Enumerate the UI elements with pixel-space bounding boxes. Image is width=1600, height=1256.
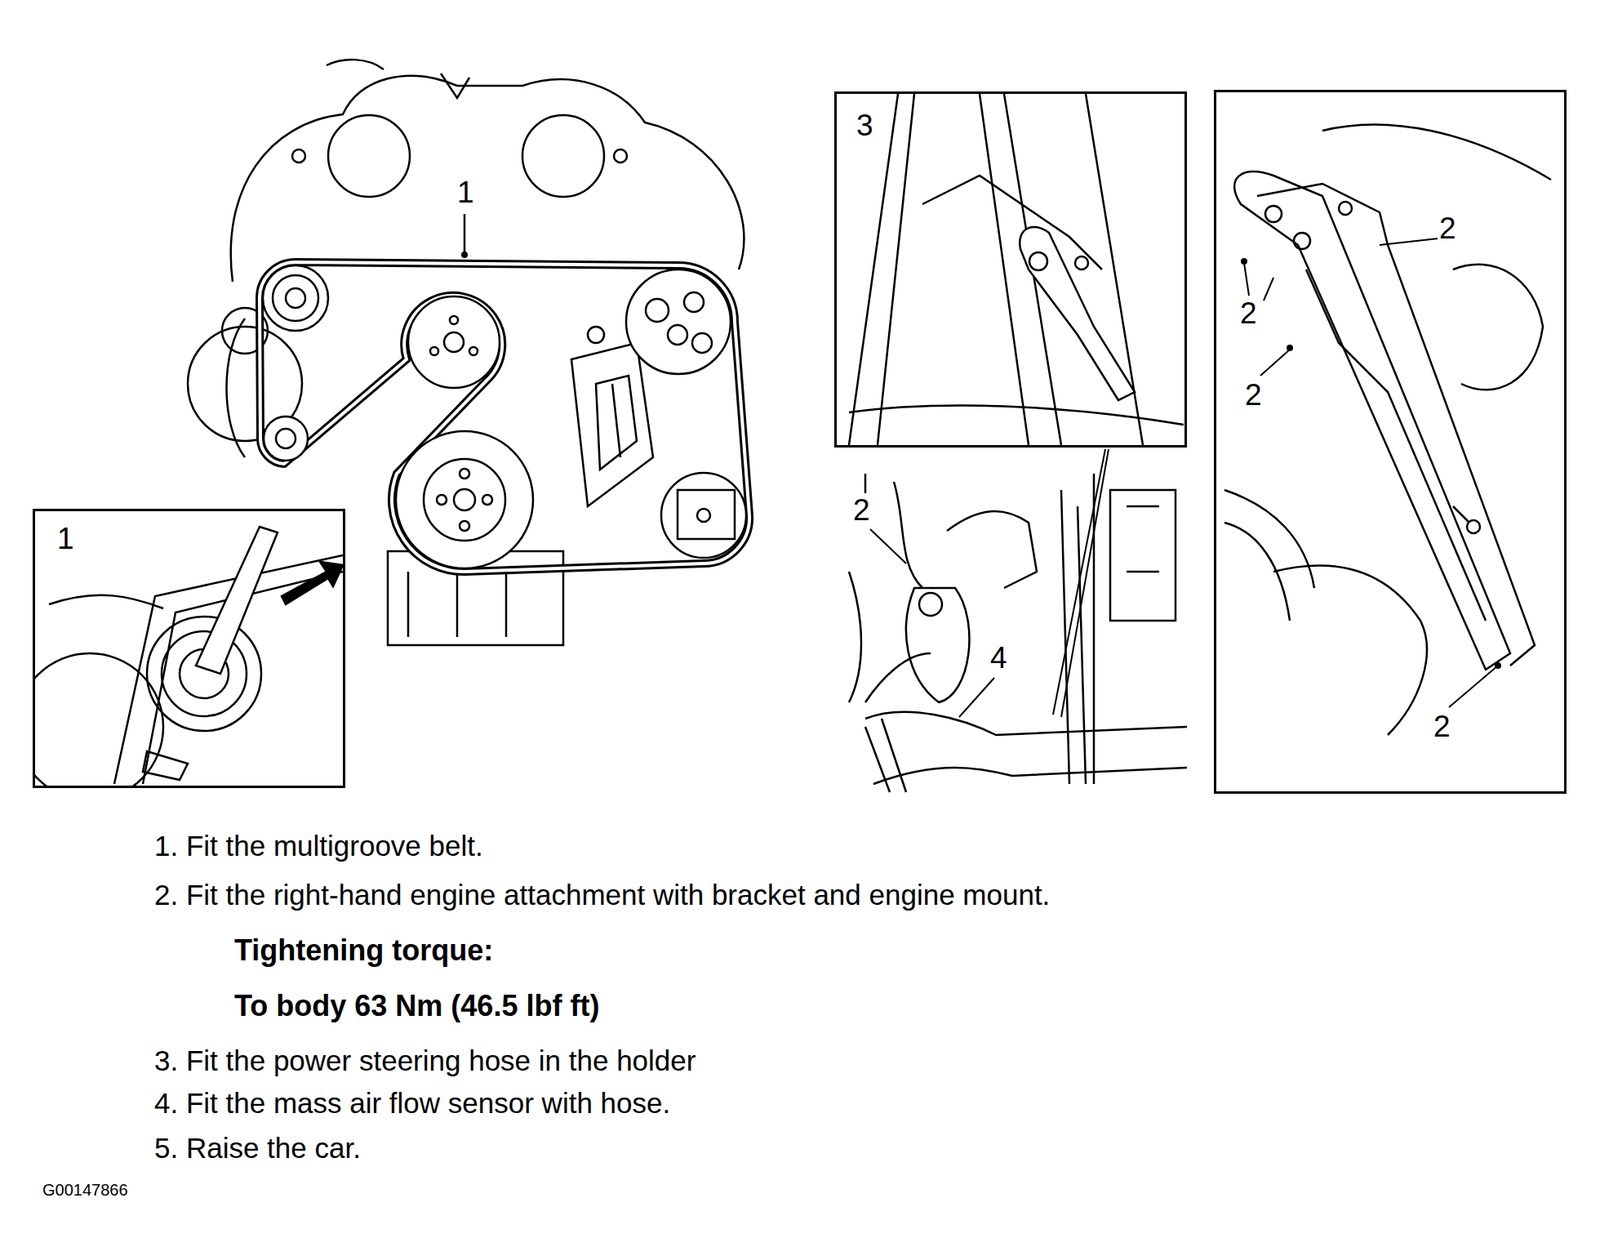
instruction-text: 5. Raise the car. xyxy=(152,1131,363,1165)
instruction-text: 4. Fit the mass air flow sensor with hos… xyxy=(152,1086,672,1120)
callout-number: 1 xyxy=(55,521,76,557)
instruction-text: 3. Fit the power steering hose in the ho… xyxy=(152,1044,698,1077)
leader-line xyxy=(959,677,995,717)
callout-number: 2 xyxy=(1243,377,1264,414)
instruction-text: 2. Fit the right-hand engine attachment … xyxy=(152,878,1052,912)
callout-number: 4 xyxy=(988,640,1009,676)
figure-id: G00147866 xyxy=(40,1180,130,1200)
inset-panel: 3 xyxy=(834,91,1187,448)
leader-lines xyxy=(1244,238,1498,707)
tensioner-inset xyxy=(35,526,343,786)
callout-number: 2 xyxy=(1431,709,1453,745)
engine-bay-photo xyxy=(848,473,1187,792)
leader-dots xyxy=(1240,257,1502,669)
belt xyxy=(259,262,750,572)
callout-number: 2 xyxy=(1437,211,1458,247)
engine-mount-drawing xyxy=(1224,124,1552,736)
pointer-wedge xyxy=(1053,448,1109,717)
pulleys xyxy=(262,265,747,569)
callout-number: 2 xyxy=(1238,296,1259,332)
leader-line xyxy=(463,213,467,255)
leader-dot xyxy=(461,251,468,258)
callout-number: 3 xyxy=(854,108,876,144)
torque-heading: Tightening torque: xyxy=(232,933,495,967)
leader-line xyxy=(870,528,907,564)
instruction-text: 1. Fit the multigroove belt. xyxy=(152,829,485,863)
inset-panel: 2 2 2 2 xyxy=(1213,89,1567,794)
callout-number: 1 xyxy=(455,175,476,211)
inset-panel: 1 xyxy=(32,508,346,788)
hose-holder-inset xyxy=(848,93,1184,445)
callout-number: 2 xyxy=(851,493,872,529)
torque-value: To body 63 Nm (46.5 lbf ft) xyxy=(232,988,601,1023)
engine-drawing xyxy=(187,59,744,645)
